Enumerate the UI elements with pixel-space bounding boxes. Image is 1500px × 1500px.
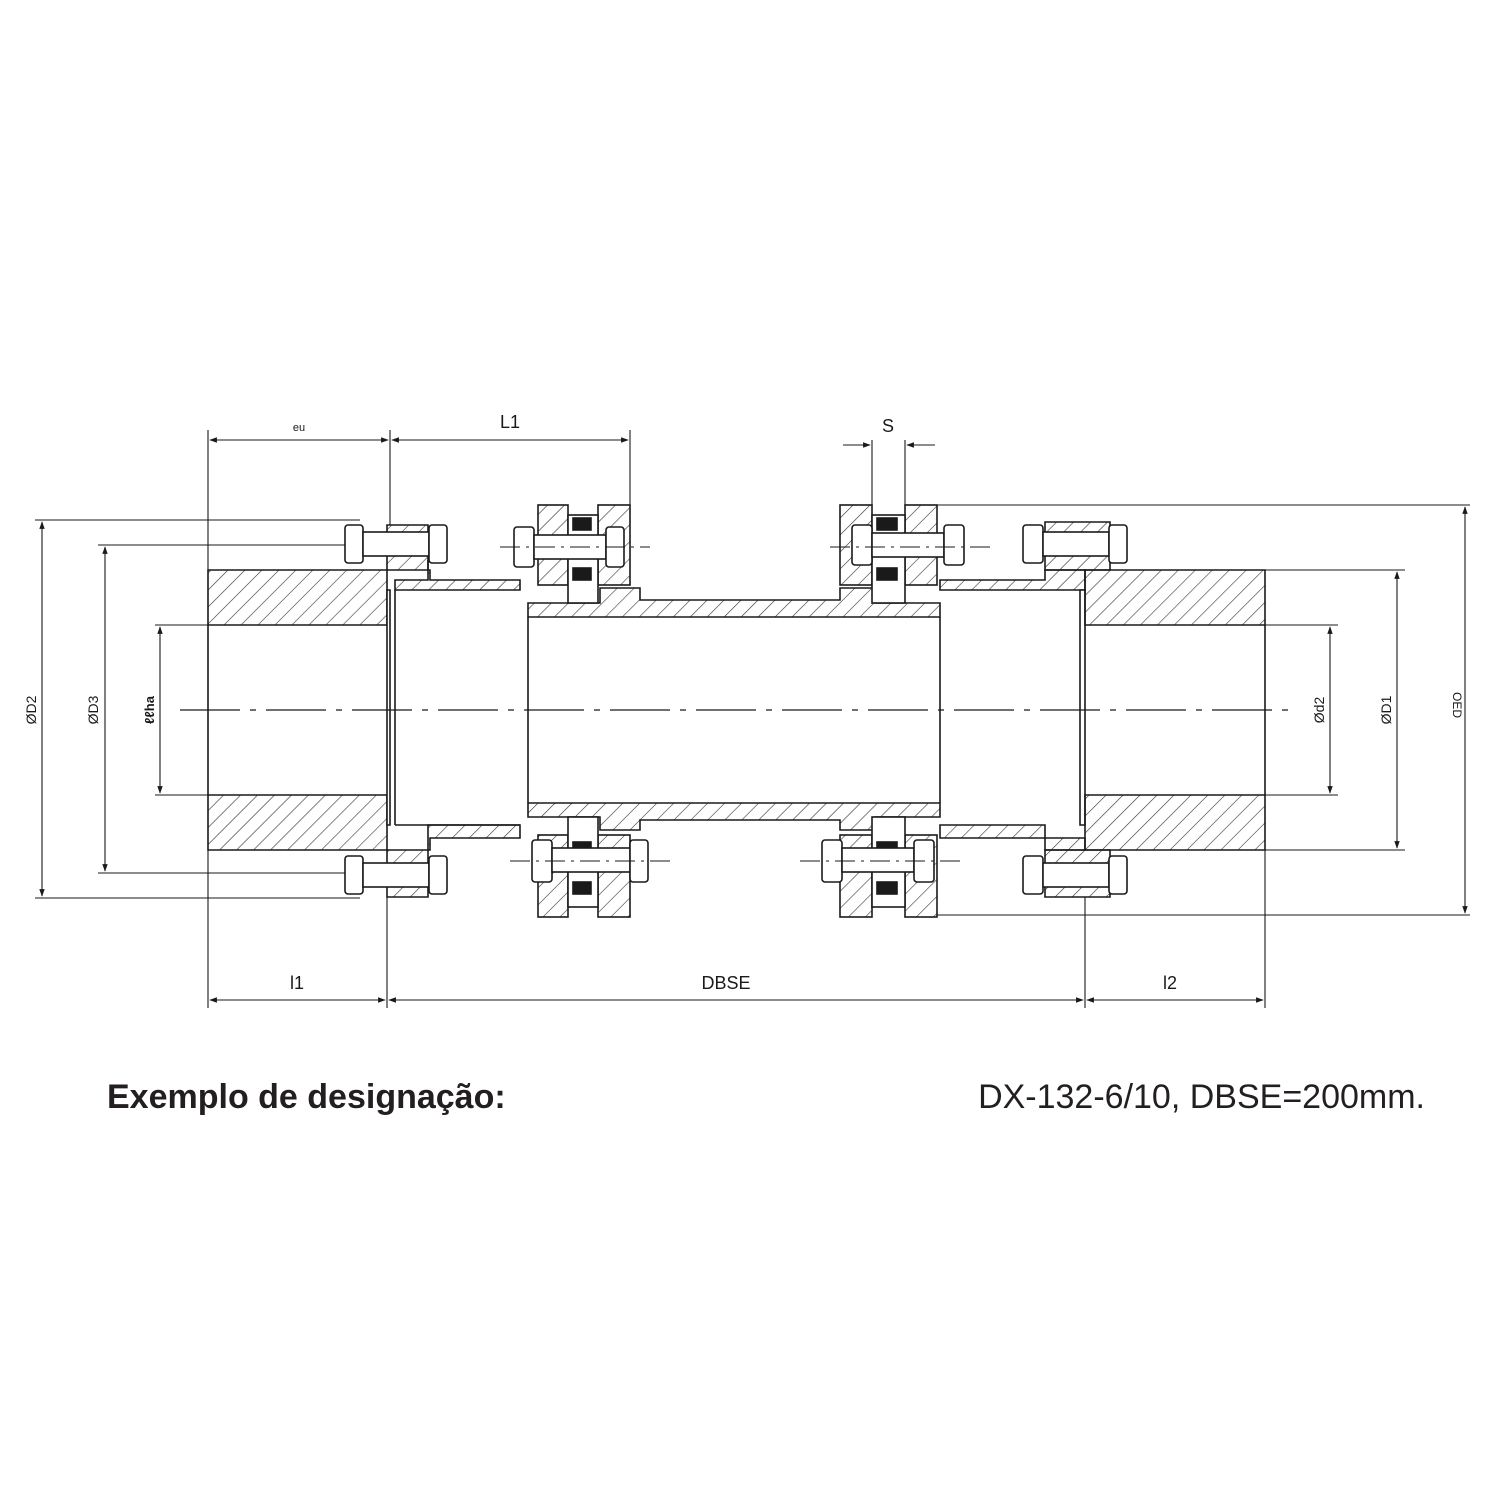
center-spool [527, 587, 941, 831]
dim-L1-label: L1 [500, 412, 520, 432]
dim-S-label: S [882, 416, 894, 436]
left-hub [207, 524, 429, 898]
designation-value: DX-132-6/10, DBSE=200mm. [978, 1078, 1425, 1116]
right-spacer-tube [939, 569, 1086, 851]
designation-label: Exemplo de designação: [107, 1078, 506, 1116]
dim-D3-label: ØD3 [85, 695, 101, 724]
bolts [344, 524, 1128, 895]
dim-l1-label: l1 [290, 973, 304, 993]
dim-eu-label: eu [293, 422, 305, 434]
left-spacer-tube [386, 560, 521, 851]
dim-l2-label: l2 [1163, 973, 1177, 993]
dim-OED-label: OED [1450, 692, 1464, 718]
dim-D1-label: ØD1 [1378, 695, 1394, 724]
dim-DBSE-label: DBSE [701, 973, 750, 993]
dim-d1-label: ℓℓha [142, 695, 157, 724]
dim-D2-label: ØD2 [23, 695, 39, 724]
dim-d2-label: Ød2 [1311, 697, 1327, 724]
